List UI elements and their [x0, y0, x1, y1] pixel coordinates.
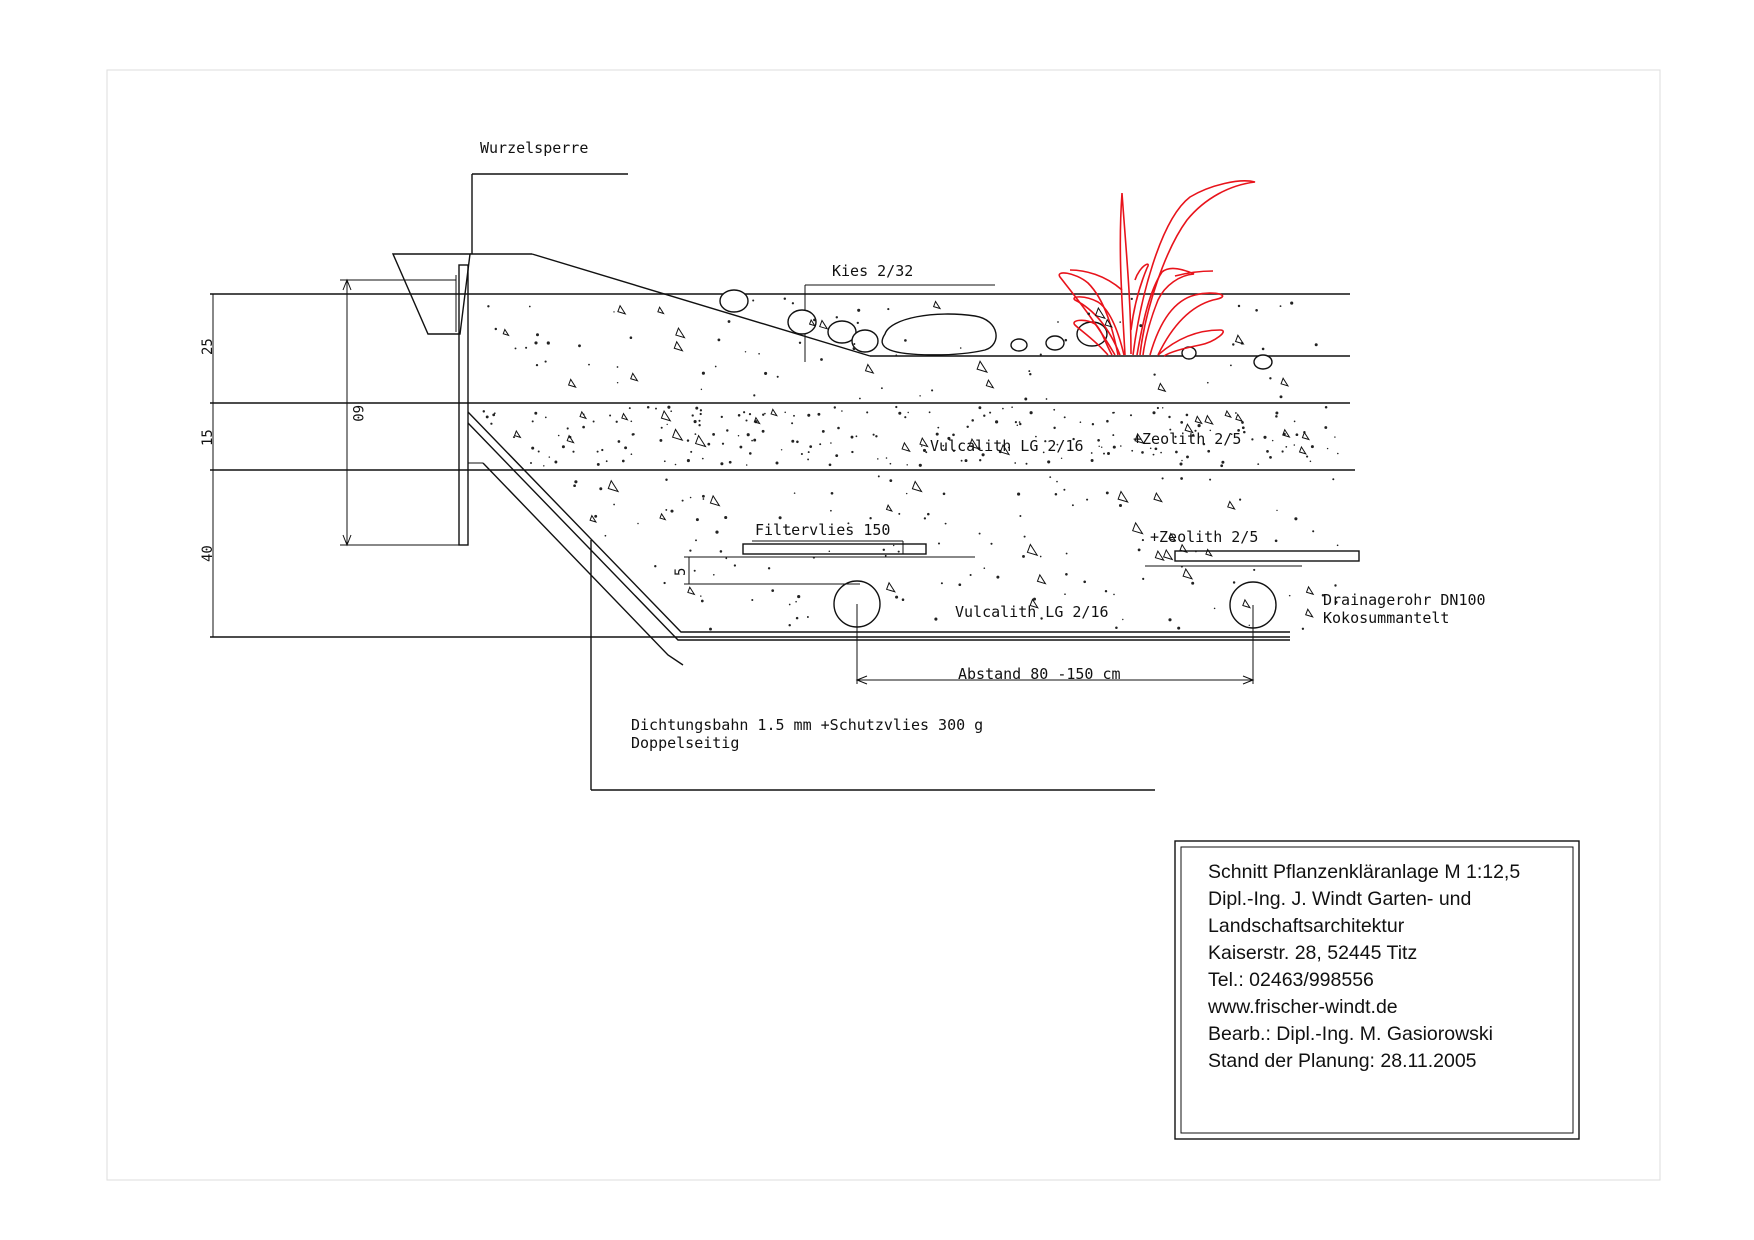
label-filter-fleece: Filtervlies 150: [755, 521, 890, 539]
dim-top-layer: 25: [200, 338, 216, 355]
dimension-left: [212, 278, 460, 637]
label-root-barrier: Wurzelsperre: [480, 139, 588, 157]
label-layer-mid-zeolite: +Zeolith 2/5: [1133, 430, 1241, 448]
drain-pipes: [833, 580, 1277, 685]
title-block: [1174, 840, 1580, 1140]
liner-lines: [467, 411, 1290, 666]
dim-wall-height: 60: [349, 405, 365, 422]
aggregate-speckle: [482, 297, 1339, 631]
label-gravel: Kies 2/32: [832, 262, 913, 280]
label-layer-low-main: Vulcalith LG 2/16: [955, 603, 1109, 621]
label-liner-1: Dichtungsbahn 1.5 mm +Schutzvlies 300 g: [631, 716, 983, 734]
label-drain-pipe-2: Kokosummantelt: [1323, 609, 1449, 627]
sheet-frame: [106, 69, 1661, 1181]
label-drain-pipe-1: Drainagerohr DN100: [1323, 591, 1486, 609]
layer-lines: [210, 293, 1355, 638]
title-block-line-6: www.frischer-windt.de: [1207, 996, 1398, 1018]
reed-plant: [1058, 180, 1256, 357]
title-block-line-5: Tel.: 02463/998556: [1208, 969, 1374, 991]
dim-mid-layer: 15: [200, 429, 216, 446]
gravel-stones: [719, 289, 1273, 370]
filter-fleece: [684, 540, 1360, 585]
title-block-line-4: Kaiserstr. 28, 52445 Titz: [1208, 942, 1417, 964]
title-block-line-8: Stand der Planung: 28.11.2005: [1208, 1050, 1477, 1072]
title-block-line-1: Schnitt Pflanzenkläranlage M 1:12,5: [1208, 861, 1520, 883]
label-spacing: Abstand 80 -150 cm: [958, 665, 1121, 683]
dim-fleece-gap: 5: [673, 568, 689, 576]
label-liner-2: Doppelseitig: [631, 734, 739, 752]
label-layer-mid-main: Vulcalith LG 2/16: [930, 437, 1084, 455]
dim-bottom-layer: 40: [200, 545, 216, 562]
leader-lines: [590, 284, 1155, 791]
title-block-line-7: Bearb.: Dipl.-Ing. M. Gasiorowski: [1208, 1023, 1493, 1045]
title-block-line-3: Landschaftsarchitektur: [1208, 915, 1405, 937]
label-layer-low-zeolite: +Zeolith 2/5: [1150, 528, 1258, 546]
root-barrier-edge: [391, 173, 871, 546]
title-block-line-2: Dipl.-Ing. J. Windt Garten- und: [1208, 888, 1471, 910]
